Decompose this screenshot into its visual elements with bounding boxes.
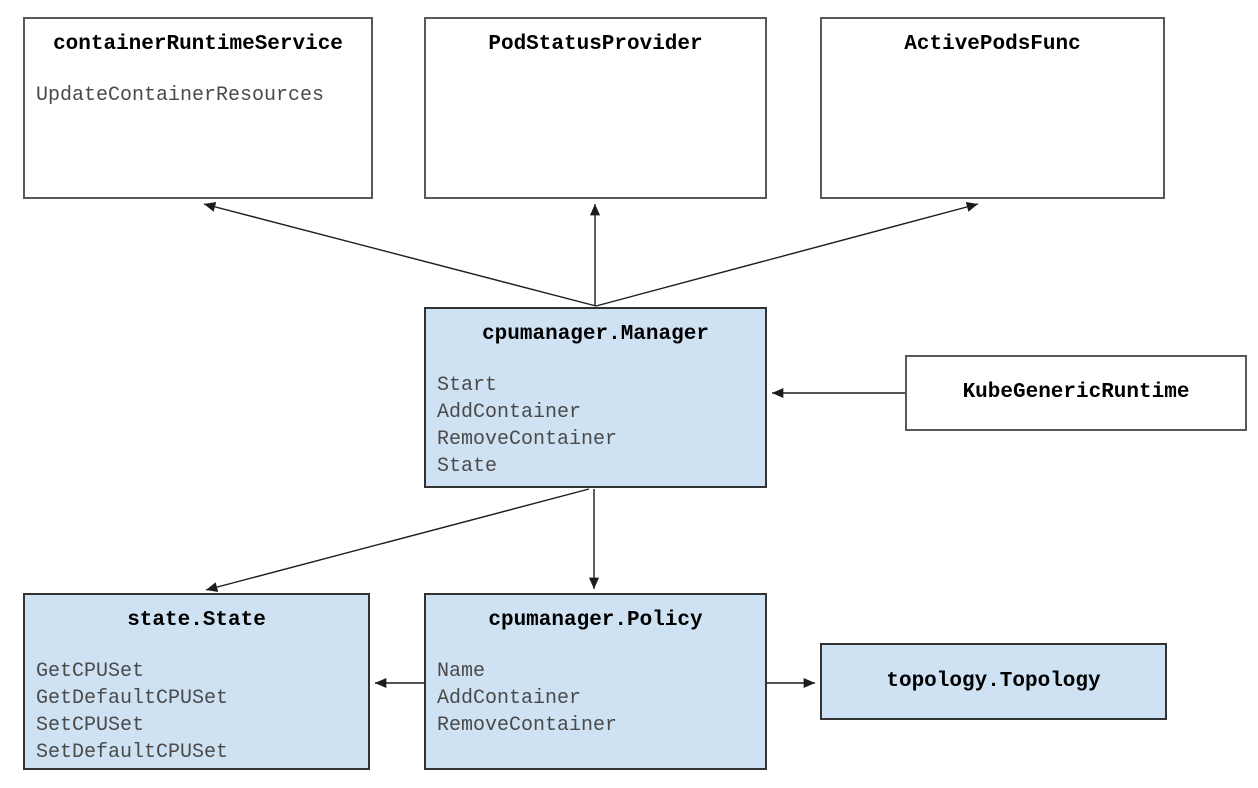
method-list: Name AddContainer RemoveContainer xyxy=(426,658,765,739)
box-topology-topology: topology.Topology xyxy=(820,643,1167,720)
box-title: topology.Topology xyxy=(886,669,1101,693)
box-title: cpumanager.Policy xyxy=(488,609,703,632)
box-title: ActivePodsFunc xyxy=(904,33,1081,56)
box-title: cpumanager.Manager xyxy=(482,323,709,346)
box-title: state.State xyxy=(127,609,266,632)
method: UpdateContainerResources xyxy=(36,84,325,107)
method: Name xyxy=(437,660,486,683)
box-active-pods-func: ActivePodsFunc xyxy=(820,17,1165,199)
box-kube-generic-runtime: KubeGenericRuntime xyxy=(905,355,1247,431)
box-pod-status-provider: PodStatusProvider xyxy=(424,17,767,199)
box-container-runtime-service: containerRuntimeService UpdateContainerR… xyxy=(23,17,373,199)
method: RemoveContainer xyxy=(437,428,618,451)
box-state-state: state.State GetCPUSet GetDefaultCPUSet S… xyxy=(23,593,370,770)
method: Start xyxy=(437,374,498,397)
box-title: PodStatusProvider xyxy=(488,33,703,56)
edge-manager-to-containerruntimeservice xyxy=(203,201,597,307)
box-title: containerRuntimeService xyxy=(53,33,343,56)
edge-manager-to-activepodsfunc xyxy=(595,202,979,307)
box-cpumanager-policy: cpumanager.Policy Name AddContainer Remo… xyxy=(424,593,767,770)
method-list: GetCPUSet GetDefaultCPUSet SetCPUSet Set… xyxy=(25,658,368,766)
method: AddContainer xyxy=(437,687,582,710)
method: AddContainer xyxy=(437,401,582,424)
method: SetDefaultCPUSet xyxy=(36,741,229,764)
method-list: Start AddContainer RemoveContainer State xyxy=(426,372,765,480)
method: SetCPUSet xyxy=(36,714,145,737)
method: RemoveContainer xyxy=(437,714,618,737)
box-cpumanager-manager: cpumanager.Manager Start AddContainer Re… xyxy=(424,307,767,488)
edge-manager-to-statestate xyxy=(205,488,590,592)
box-title: KubeGenericRuntime xyxy=(962,381,1190,404)
method-list: UpdateContainerResources xyxy=(25,82,371,109)
method: GetCPUSet xyxy=(36,660,145,683)
method: State xyxy=(437,455,498,478)
method: GetDefaultCPUSet xyxy=(36,687,229,710)
